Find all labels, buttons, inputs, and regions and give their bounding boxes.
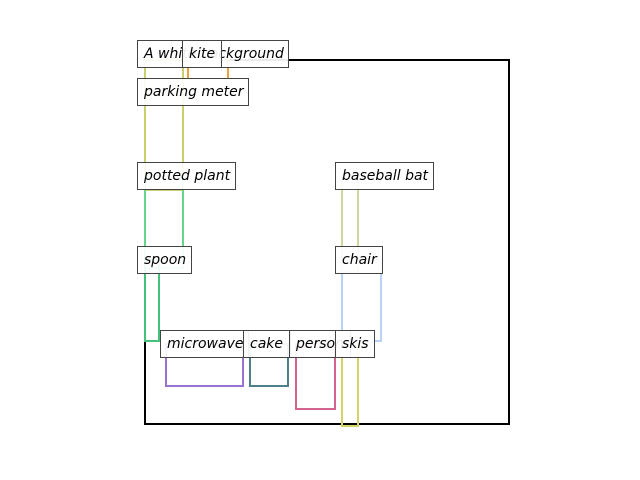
baseball-bat-label: baseball bat bbox=[335, 162, 434, 190]
skis-label: skis bbox=[335, 330, 375, 358]
parking-meter-label: parking meter bbox=[137, 78, 249, 106]
spoon-label: spoon bbox=[137, 246, 192, 274]
potted-plant-label: potted plant bbox=[137, 162, 236, 190]
microwave-label: microwave bbox=[160, 330, 249, 358]
chair-label: chair bbox=[335, 246, 383, 274]
cake-label: cake bbox=[243, 330, 291, 358]
kite-label: kite bbox=[182, 40, 222, 68]
